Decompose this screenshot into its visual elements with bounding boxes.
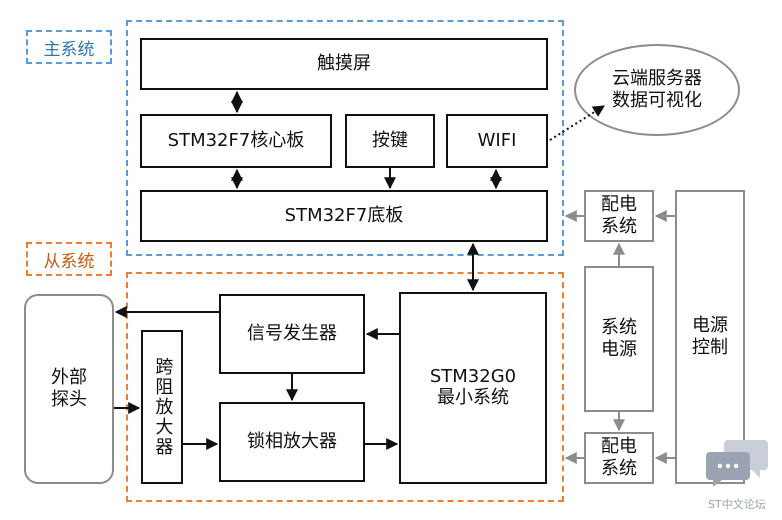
keys-block: 按键	[345, 114, 435, 168]
sub-system-label: 从系统	[26, 242, 112, 276]
chat-bubbles-icon	[706, 440, 768, 486]
wifi-cloud-link	[549, 105, 606, 141]
power-distribution-bottom-block: 配电 系统	[584, 432, 654, 484]
power-control-block: 电源 控制	[675, 190, 745, 484]
cloud-server-ellipse: 云端服务器 数据可视化	[574, 44, 740, 136]
external-probe-block: 外部 探头	[24, 294, 114, 484]
touchscreen-block: 触摸屏	[140, 38, 548, 90]
stm32f7-base-board-block: STM32F7底板	[140, 190, 548, 242]
main-system-frame	[126, 20, 564, 256]
sub-system-frame	[126, 272, 564, 502]
lockin-amplifier-block: 锁相放大器	[219, 402, 365, 482]
stm32f7-core-board-block: STM32F7核心板	[140, 114, 332, 168]
stm32g0-minimum-system-block: STM32G0 最小系统	[399, 292, 547, 484]
power-distribution-top-block: 配电 系统	[584, 190, 654, 242]
watermark-text: ST中文论坛	[708, 498, 766, 511]
main-system-label: 主系统	[26, 30, 112, 64]
wifi-block: WIFI	[446, 114, 548, 168]
system-power-block: 系统 电源	[584, 266, 654, 412]
signal-generator-block: 信号发生器	[219, 294, 365, 374]
transimpedance-amplifier-block: 跨阻放大器	[141, 330, 183, 484]
